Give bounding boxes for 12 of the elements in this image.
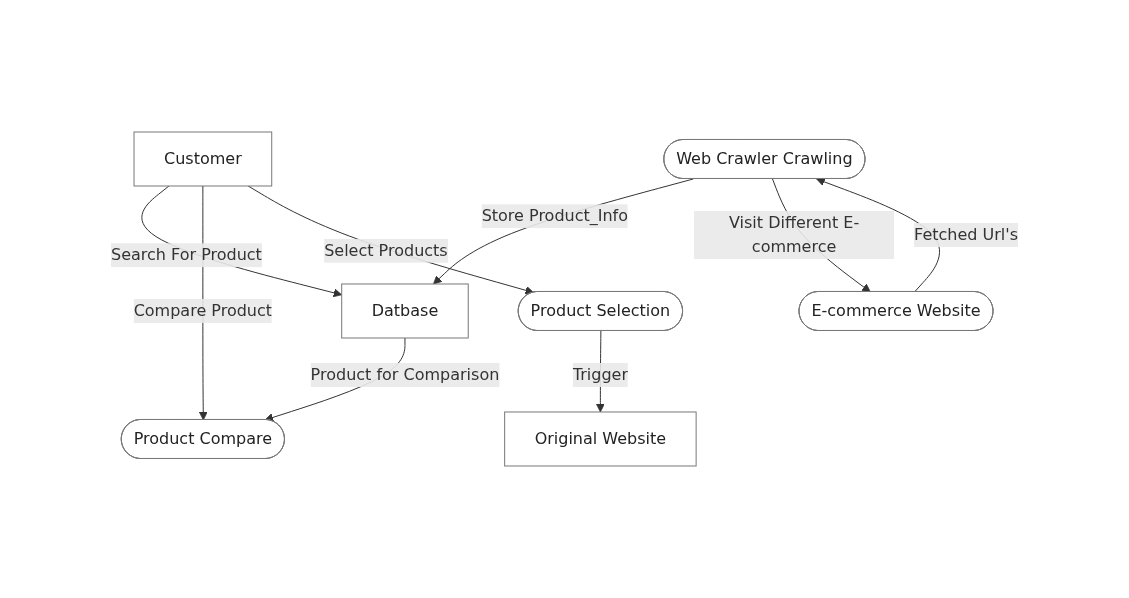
edge-label: Product for Comparison [310, 364, 500, 384]
node-box: Datbase [341, 283, 469, 339]
edge-label: Fetched Url's [914, 225, 1018, 244]
arrow [433, 178, 694, 285]
edge-label: Compare Product [133, 300, 273, 320]
edge-label: Store Product_Info [481, 206, 629, 226]
node-box: Customer [133, 131, 273, 187]
edge-label: Visit Different E-commerce [728, 213, 860, 256]
edge-label: Select Products [324, 240, 448, 260]
node-box: Original Website [504, 411, 697, 467]
edge-label: Trigger [572, 364, 628, 384]
edge-label: Search For Product [111, 245, 262, 265]
